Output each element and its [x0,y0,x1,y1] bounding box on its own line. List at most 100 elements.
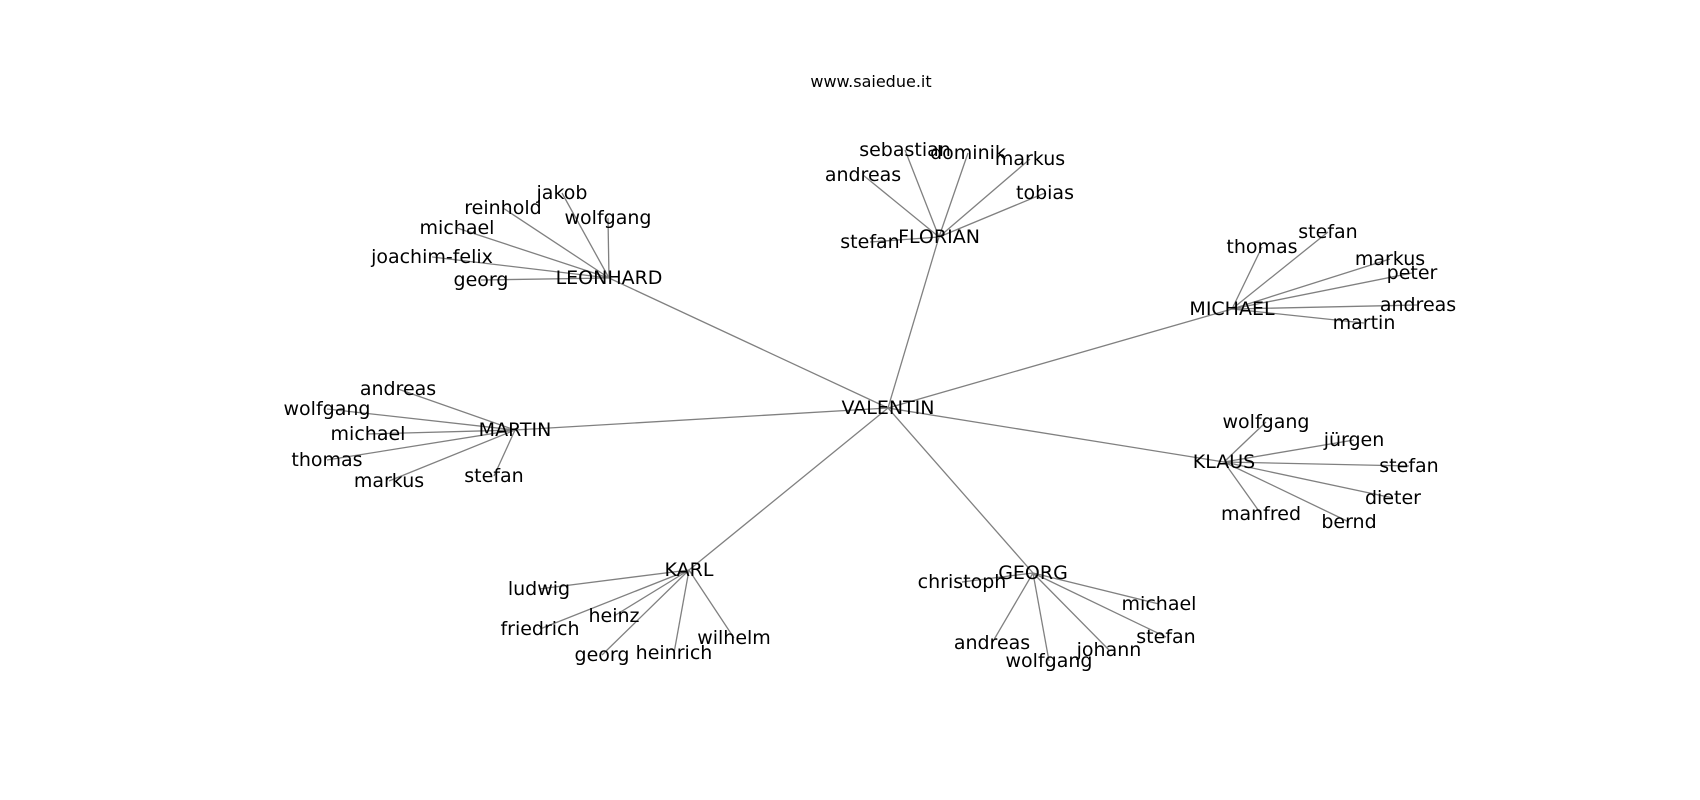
edge-georg-andreas [991,572,1034,644]
leaf-node-karl-wilhelm: wilhelm [697,627,771,649]
edge-valentin-leonhard [608,277,889,409]
edge-leonhard-joachim-felix [431,256,610,279]
edge-karl-georg [601,569,690,656]
leaf-node-leonhard-joachim-felix: joachim-felix [370,246,493,268]
site-title: www.saiedue.it [810,72,931,91]
leaf-node-karl-georg: georg [575,644,630,666]
leaf-node-klaus-dieter: dieter [1365,487,1421,509]
edge-valentin-martin [514,407,889,431]
edge-michael-stefan [1231,231,1329,310]
edge-karl-wilhelm [688,569,735,639]
edge-karl-ludwig [538,569,690,590]
leaf-node-klaus-manfred: manfred [1221,503,1301,525]
leaf-node-michael-markus: markus [1355,248,1425,270]
edge-martin-markus [388,429,516,482]
leaf-node-florian-tobias: tobias [1016,182,1074,204]
edge-florian-markus [938,158,1031,238]
edge-leonhard-reinhold [502,207,610,279]
edge-florian-stefan [869,236,940,243]
edge-klaus-stefan [1223,461,1410,467]
leaf-node-leonhard-reinhold: reinhold [464,197,541,219]
edge-michael-thomas [1231,246,1263,310]
leaf-node-michael-martin: martin [1333,312,1396,334]
leaf-node-leonhard-michael: michael [420,217,495,239]
leaf-node-klaus-bernd: bernd [1321,511,1376,533]
edge-klaus-bernd [1223,461,1350,523]
leaf-node-klaus-wolfgang: wolfgang [1223,411,1310,433]
leaf-node-georg-johann: johann [1076,639,1142,661]
leaf-node-martin-thomas: thomas [291,449,362,471]
leaf-node-martin-wolfgang: wolfgang [284,398,371,420]
edge-leonhard-jakob [561,192,610,279]
branch-node-leonhard: LEONHARD [556,267,663,289]
leaf-node-martin-andreas: andreas [360,378,436,400]
leaf-node-klaus-jurgen: jürgen [1323,429,1385,451]
edge-florian-andreas [862,174,940,238]
leaf-node-georg-wolfgang: wolfgang [1006,650,1093,672]
edge-valentin-florian [887,236,940,409]
leaf-node-leonhard-georg: georg [454,269,509,291]
leaf-node-florian-andreas: andreas [825,164,901,186]
leaf-node-florian-sebastian: sebastian [859,139,951,161]
branch-node-georg: GEORG [998,562,1068,584]
leaf-node-georg-christoph: christoph [918,571,1007,593]
leaf-node-karl-heinrich: heinrich [636,642,713,664]
leaf-node-karl-friedrich: friedrich [500,618,579,640]
edge-georg-wolfgang [1032,572,1050,662]
edge-leonhard-georg [480,277,610,281]
leaf-node-georg-stefan: stefan [1136,626,1195,648]
branch-node-florian: FLORIAN [898,226,980,248]
leaf-node-martin-stefan: stefan [464,465,523,487]
edge-martin-wolfgang [326,408,516,431]
leaf-node-leonhard-wolfgang: wolfgang [565,207,652,229]
edge-klaus-dieter [1223,461,1394,499]
edge-klaus-wolfgang [1223,421,1267,463]
edge-valentin-klaus [887,407,1225,463]
edge-martin-stefan [493,429,516,477]
leaf-node-michael-peter: peter [1387,262,1438,284]
leaf-node-michael-stefan: stefan [1298,221,1357,243]
edge-georg-michael [1032,572,1160,605]
edge-martin-michael [367,429,516,435]
edge-florian-sebastian [904,149,940,238]
leaf-node-karl-heinz: heinz [588,605,639,627]
leaf-node-michael-thomas: thomas [1226,236,1297,258]
edge-karl-heinz [613,569,690,617]
edge-georg-christoph [961,572,1034,583]
edge-klaus-jurgen [1223,439,1355,463]
edge-martin-andreas [397,388,516,431]
edge-klaus-manfred [1223,461,1262,515]
edge-michael-peter [1231,272,1413,310]
edge-leonhard-michael [456,227,610,279]
leaf-node-georg-andreas: andreas [954,632,1030,654]
edge-florian-dominik [938,152,969,238]
branch-node-klaus: KLAUS [1193,451,1255,473]
leaf-node-klaus-stefan: stefan [1379,455,1438,477]
edge-karl-heinrich [673,569,690,654]
leaf-node-florian-stefan: stefan [840,231,899,253]
leaf-node-martin-michael: michael [331,423,406,445]
branch-node-michael: MICHAEL [1189,298,1275,320]
edge-florian-tobias [938,192,1046,238]
edge-valentin-michael [887,308,1233,409]
branch-node-karl: KARL [665,559,714,581]
edge-leonhard-wolfgang [607,217,610,279]
edge-michael-martin [1231,308,1365,324]
edge-georg-johann [1032,572,1110,651]
leaf-node-karl-ludwig: ludwig [508,578,570,600]
leaf-node-leonhard-jakob: jakob [536,182,588,204]
edge-michael-andreas [1231,304,1419,310]
labels-layer: FLORIANsebastiandominikmarkusandreastobi… [284,139,1457,672]
edge-valentin-georg [887,407,1034,574]
leaf-node-georg-michael: michael [1122,593,1197,615]
edge-karl-friedrich [539,569,690,630]
leaf-node-florian-markus: markus [995,148,1065,170]
edge-michael-markus [1231,258,1391,310]
edges-layer [326,149,1419,662]
branch-node-martin: MARTIN [479,419,552,441]
leaf-node-michael-andreas: andreas [1380,294,1456,316]
edge-georg-stefan [1032,572,1167,638]
leaf-node-florian-dominik: dominik [930,142,1006,164]
root-node: VALENTIN [841,397,934,419]
